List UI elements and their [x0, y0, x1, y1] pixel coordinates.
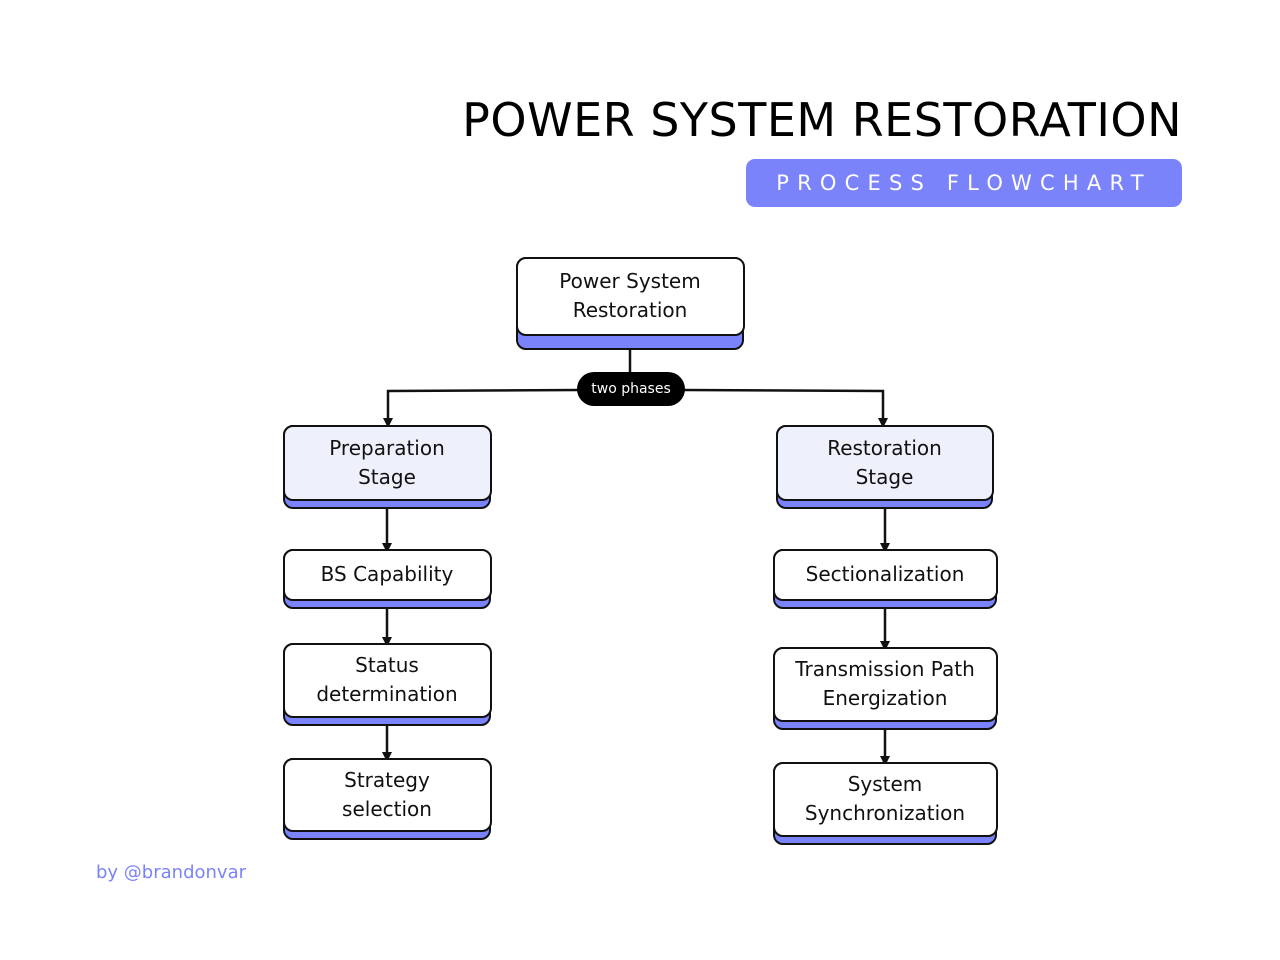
node-label-line1: Restoration	[827, 435, 942, 460]
node-restoration-stage: Restoration Stage	[775, 424, 994, 509]
node-label-line2: determination	[316, 682, 458, 706]
node-label-line1: Status	[355, 653, 419, 677]
node-label-line2: Synchronization	[804, 801, 966, 825]
node-status-determination: Status determination	[282, 642, 492, 726]
node-transmission-path-energization: Transmission Path Energization	[772, 646, 998, 730]
node-label-line2: Stage	[855, 464, 914, 489]
node-label-line1: Power System	[559, 269, 701, 293]
node-label-line1: BS Capability	[320, 562, 454, 586]
two-phases-label: two phases	[577, 372, 685, 406]
node-sectionalization: Sectionalization	[772, 548, 998, 609]
node-label-line2: Restoration	[572, 298, 688, 322]
node-power-system-restoration: Power System Restoration	[515, 256, 745, 350]
author-credit: by @brandonvar	[96, 862, 246, 883]
node-preparation-stage: Preparation Stage	[282, 424, 492, 509]
connector-to-preparation-stage	[383, 388, 581, 428]
node-bs-capability: BS Capability	[282, 548, 492, 609]
subtitle-badge: PROCESS FLOWCHART	[746, 159, 1182, 207]
node-label-line2: selection	[342, 796, 432, 821]
node-label-line1: System	[847, 772, 923, 796]
node-label-line1: Transmission Path	[795, 657, 975, 681]
page-title: POWER SYSTEM RESTORATION	[462, 93, 1182, 147]
node-label-line2: Energization	[822, 686, 948, 710]
node-label-line1: Preparation	[329, 435, 445, 460]
node-strategy-selection: Strategy selection	[282, 757, 492, 840]
node-label-line1: Strategy	[344, 767, 430, 792]
node-system-synchronization: System Synchronization	[772, 761, 998, 845]
node-label-line2: Stage	[358, 464, 416, 489]
node-label-line1: Sectionalization	[805, 562, 965, 586]
connector-to-restoration-stage	[683, 388, 888, 428]
